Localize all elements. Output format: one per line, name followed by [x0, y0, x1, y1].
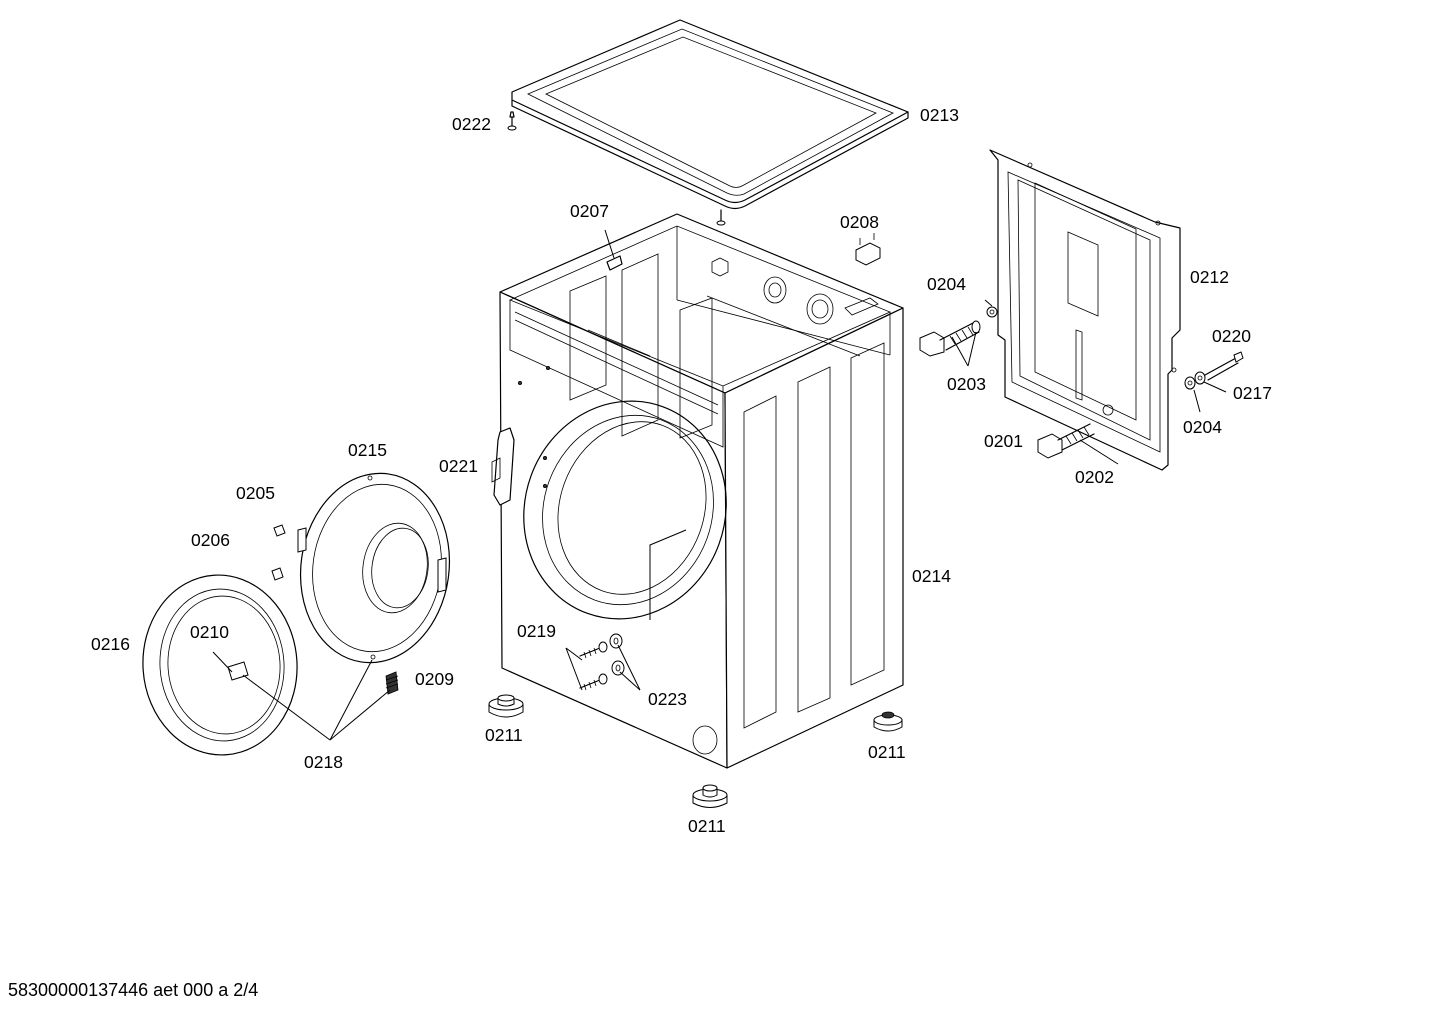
label-0201: 0201 — [984, 431, 1023, 451]
part-0206 — [271, 567, 284, 581]
clip-0207 — [606, 255, 623, 271]
bracket-0208 — [855, 233, 881, 266]
hinge-0221 — [491, 427, 515, 506]
label-0211-a: 0211 — [485, 725, 523, 745]
label-0208: 0208 — [840, 212, 879, 232]
label-0213: 0213 — [920, 105, 959, 125]
leader-lines — [212, 229, 1227, 741]
label-0206: 0206 — [191, 530, 230, 550]
door-ring-0215 — [297, 472, 451, 664]
label-0202: 0202 — [1075, 467, 1114, 487]
label-0210: 0210 — [190, 622, 229, 642]
label-0218: 0218 — [304, 752, 343, 772]
spring-0209 — [385, 671, 399, 695]
foot-0211-b — [873, 711, 903, 732]
label-0220: 0220 — [1212, 326, 1251, 346]
transport-bolt-0202 — [1037, 423, 1095, 459]
screw-top — [716, 209, 726, 226]
label-0217: 0217 — [1233, 383, 1272, 403]
label-0212: 0212 — [1190, 267, 1229, 287]
label-0216: 0216 — [91, 634, 130, 654]
part-0205 — [273, 524, 286, 537]
label-0204-a: 0204 — [927, 274, 966, 294]
foot-0211-a — [488, 694, 524, 718]
label-0211-c: 0211 — [688, 816, 726, 836]
cabinet-part — [499, 213, 904, 769]
screws-0219 — [579, 641, 608, 691]
label-0215: 0215 — [348, 440, 387, 460]
label-0221: 0221 — [439, 456, 478, 476]
transport-bolt-0203 — [919, 320, 981, 357]
washers-0223 — [609, 633, 625, 676]
label-0205: 0205 — [236, 483, 275, 503]
screw-0222 — [507, 111, 517, 131]
label-0203: 0203 — [947, 374, 986, 394]
label-0209: 0209 — [415, 669, 454, 689]
label-0204-b: 0204 — [1183, 417, 1222, 437]
label-0222: 0222 — [452, 114, 491, 134]
label-0223: 0223 — [648, 689, 687, 709]
part-labels: 0222 0213 0207 0208 0212 0204 0220 0203 … — [91, 105, 1272, 836]
washer-0204-a — [986, 306, 998, 318]
label-0211-b: 0211 — [868, 742, 906, 762]
back-panel-part — [989, 149, 1181, 471]
label-0207: 0207 — [570, 201, 609, 221]
top-cover-part — [511, 19, 909, 210]
door-frame-0216 — [142, 574, 298, 756]
bolt-0220 — [1184, 351, 1244, 390]
foot-0211-c — [692, 784, 728, 808]
drawing-reference-number: 58300000137446 aet 000 a 2/4 — [8, 980, 259, 1000]
label-0219: 0219 — [517, 621, 556, 641]
label-0214: 0214 — [912, 566, 951, 586]
